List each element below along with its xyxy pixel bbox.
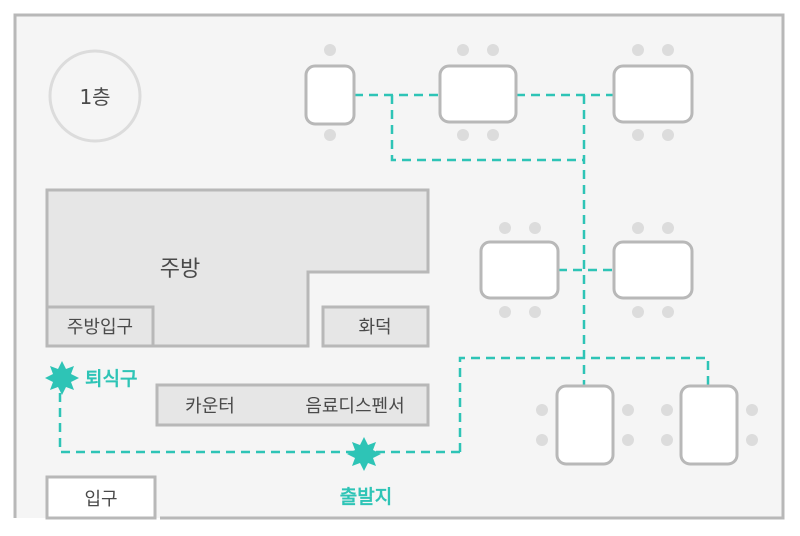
counter-label: 카운터 [185,396,235,417]
route-paths [58,93,710,454]
stove-box [321,305,430,348]
table-3 [612,44,694,141]
start-point-marker [347,437,381,471]
exit-label: 퇴식구 [85,368,137,390]
table-4 [479,222,560,318]
table-6 [536,384,634,466]
table-7 [661,384,758,466]
stove-label: 화덕 [358,317,391,338]
entrance-box [45,475,157,520]
table-2 [438,44,518,141]
floor-label: 1층 [79,85,110,109]
kitchen-entrance-box [45,305,155,348]
drink-dispenser-label: 음료디스펜서 [305,396,404,417]
floor-badge: 1층 [48,49,142,143]
table-5 [612,222,694,318]
entrance-label: 입구 [84,489,117,510]
exit-marker [45,361,79,395]
kitchen-entrance-label: 주방입구 [67,317,133,338]
counter-box [155,383,430,427]
kitchen-label: 주방 [160,257,200,282]
table-1 [304,44,356,141]
start-label: 출발지 [340,486,392,508]
